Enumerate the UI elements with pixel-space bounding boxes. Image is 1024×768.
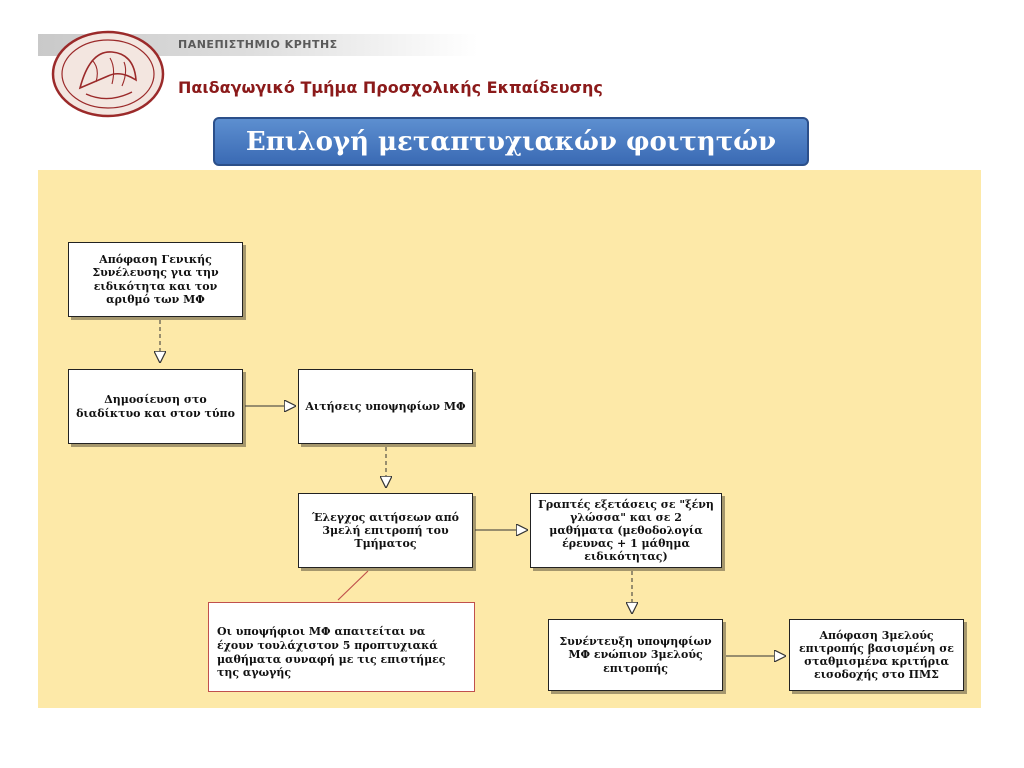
node-interview: Συνέντευξη υποψηφίων ΜΦ ενώπιον 3μελούς …: [548, 619, 723, 691]
node-applications: Αιτήσεις υποψηφίων ΜΦ: [298, 369, 473, 444]
university-seal-logo: [51, 30, 165, 118]
requirement-note: Οι υποψήφιοι ΜΦ απαιτείται να έχουν τουλ…: [208, 602, 475, 692]
node-final-decision: Απόφαση 3μελούς επιτροπής βασισμένη σε σ…: [789, 619, 964, 691]
page-title: Επιλογή μεταπτυχιακών φοιτητών: [213, 117, 809, 166]
university-name: ΠΑΝΕΠΙΣΤΗΜΙΟ ΚΡΗΤΗΣ: [178, 38, 338, 51]
department-name: Παιδαγωγικό Τμήμα Προσχολικής Εκπαίδευση…: [178, 78, 603, 97]
node-publication: Δημοσίευση στο διαδίκτυο και στον τύπο: [68, 369, 243, 444]
node-general-assembly-decision: Απόφαση Γενικής Συνέλευσης για την ειδικ…: [68, 242, 243, 317]
node-written-exams: Γραπτές εξετάσεις σε "ξένη γλώσσα" και σ…: [530, 493, 722, 568]
node-application-review: Έλεγχος αιτήσεων από 3μελή επιτροπή του …: [298, 493, 473, 568]
